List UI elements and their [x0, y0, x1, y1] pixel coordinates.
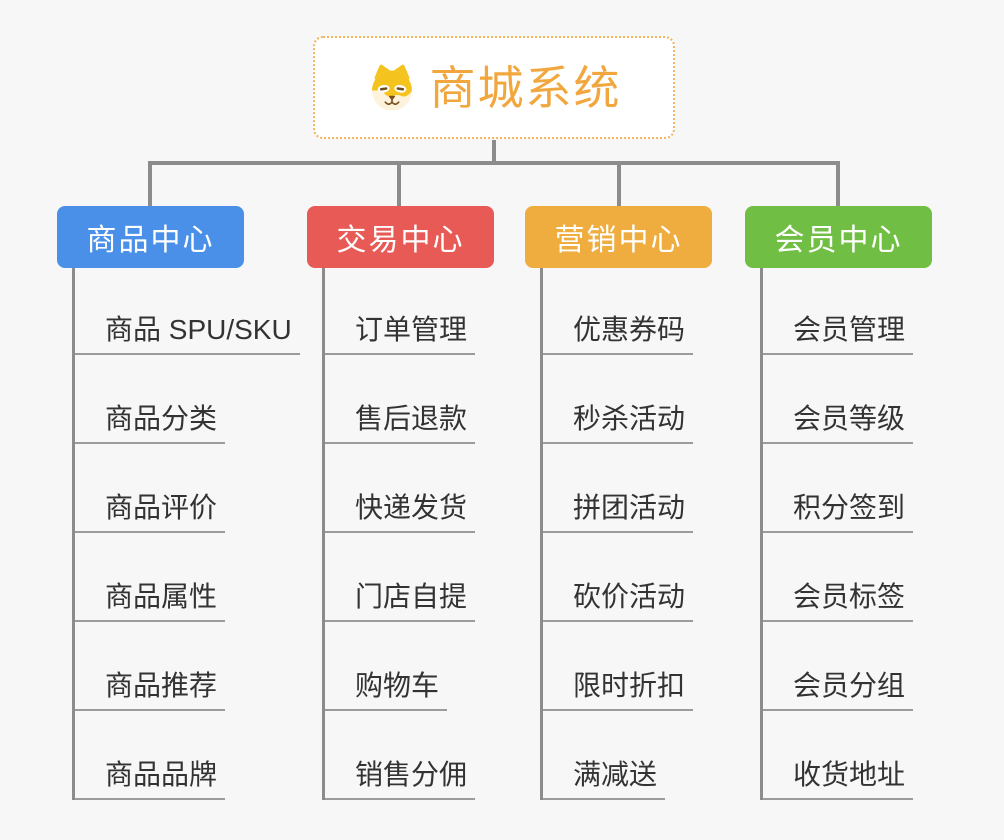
leaf-row: 会员管理	[763, 268, 914, 355]
leaf-row: 积分签到	[763, 444, 914, 533]
root-title: 商城系统	[429, 61, 622, 114]
leaf-row: 商品 SPU/SKU	[75, 268, 300, 355]
leaf-row: 门店自提	[325, 533, 476, 622]
leaf-node-shopping-cart[interactable]: 购物车	[325, 670, 448, 711]
leaf-node-group-buy[interactable]: 拼团活动	[543, 492, 694, 533]
leaf-row: 满减送	[543, 711, 693, 800]
leaf-list-product-center: 商品 SPU/SKU 商品分类 商品评价 商品属性 商品推荐 商品品牌	[72, 268, 300, 800]
leaf-row: 秒杀活动	[543, 355, 694, 444]
leaf-row: 商品推荐	[75, 622, 300, 711]
leaf-node-member-groups[interactable]: 会员分组	[763, 670, 914, 711]
leaf-row: 砍价活动	[543, 533, 694, 622]
root-node[interactable]: 商城系统	[313, 36, 675, 139]
leaf-row: 会员标签	[763, 533, 914, 622]
leaf-node-product-attribute[interactable]: 商品属性	[75, 581, 226, 622]
leaf-node-limited-time-discount[interactable]: 限时折扣	[543, 670, 694, 711]
leaf-row: 购物车	[325, 622, 475, 711]
leaf-row: 售后退款	[325, 355, 476, 444]
leaf-row: 快递发货	[325, 444, 476, 533]
branch-header-member-center[interactable]: 会员中心	[745, 206, 932, 268]
leaf-row: 商品品牌	[75, 711, 300, 800]
branch-product-center: 商品中心 商品 SPU/SKU 商品分类 商品评价 商品属性 商品推荐 商品品牌	[57, 206, 300, 800]
leaf-row: 优惠券码	[543, 268, 694, 355]
leaf-node-points-checkin[interactable]: 积分签到	[763, 492, 914, 533]
leaf-row: 订单管理	[325, 268, 476, 355]
branch-trade-center: 交易中心 订单管理 售后退款 快递发货 门店自提 购物车 销售分佣	[307, 206, 494, 800]
leaf-node-express-delivery[interactable]: 快递发货	[325, 492, 476, 533]
leaf-list-marketing-center: 优惠券码 秒杀活动 拼团活动 砍价活动 限时折扣 满减送	[540, 268, 694, 800]
leaf-list-trade-center: 订单管理 售后退款 快递发货 门店自提 购物车 销售分佣	[322, 268, 476, 800]
leaf-node-spend-save[interactable]: 满减送	[543, 759, 666, 800]
leaf-node-bargain-activity[interactable]: 砍价活动	[543, 581, 694, 622]
leaf-node-product-brand[interactable]: 商品品牌	[75, 759, 226, 800]
connector-drop-member-center	[836, 161, 840, 206]
leaf-node-after-sale-refund[interactable]: 售后退款	[325, 403, 476, 444]
connector-drop-product-center	[148, 161, 152, 206]
leaf-row: 限时折扣	[543, 622, 694, 711]
leaf-node-coupon-code[interactable]: 优惠券码	[543, 314, 694, 355]
leaf-list-member-center: 会员管理 会员等级 积分签到 会员标签 会员分组 收货地址	[760, 268, 914, 800]
connector-drop-trade-center	[397, 161, 401, 206]
leaf-node-spu-sku[interactable]: 商品 SPU/SKU	[75, 314, 300, 355]
branch-header-marketing-center[interactable]: 营销中心	[525, 206, 712, 268]
leaf-node-product-category[interactable]: 商品分类	[75, 403, 226, 444]
leaf-node-member-management[interactable]: 会员管理	[763, 314, 914, 355]
leaf-node-shipping-address[interactable]: 收货地址	[763, 759, 914, 800]
leaf-row: 销售分佣	[325, 711, 476, 800]
leaf-row: 商品属性	[75, 533, 300, 622]
leaf-node-product-recommend[interactable]: 商品推荐	[75, 670, 226, 711]
leaf-node-product-review[interactable]: 商品评价	[75, 492, 226, 533]
branch-header-product-center[interactable]: 商品中心	[57, 206, 244, 268]
leaf-row: 会员分组	[763, 622, 914, 711]
leaf-row: 商品分类	[75, 355, 300, 444]
branch-header-trade-center[interactable]: 交易中心	[307, 206, 494, 268]
leaf-row: 拼团活动	[543, 444, 694, 533]
branch-marketing-center: 营销中心 优惠券码 秒杀活动 拼团活动 砍价活动 限时折扣 满减送	[525, 206, 712, 800]
connector-horizontal-bar	[148, 161, 840, 165]
leaf-node-member-tags[interactable]: 会员标签	[763, 581, 914, 622]
leaf-node-member-level[interactable]: 会员等级	[763, 403, 914, 444]
connector-root-stub	[492, 140, 496, 163]
branch-member-center: 会员中心 会员管理 会员等级 积分签到 会员标签 会员分组 收货地址	[745, 206, 932, 800]
dog-mascot-icon	[367, 63, 417, 113]
leaf-node-flash-sale[interactable]: 秒杀活动	[543, 403, 694, 444]
leaf-row: 收货地址	[763, 711, 914, 800]
leaf-node-store-pickup[interactable]: 门店自提	[325, 581, 476, 622]
leaf-node-sales-commission[interactable]: 销售分佣	[325, 759, 476, 800]
leaf-row: 会员等级	[763, 355, 914, 444]
leaf-row: 商品评价	[75, 444, 300, 533]
connector-drop-marketing-center	[617, 161, 621, 206]
leaf-node-order-management[interactable]: 订单管理	[325, 314, 476, 355]
